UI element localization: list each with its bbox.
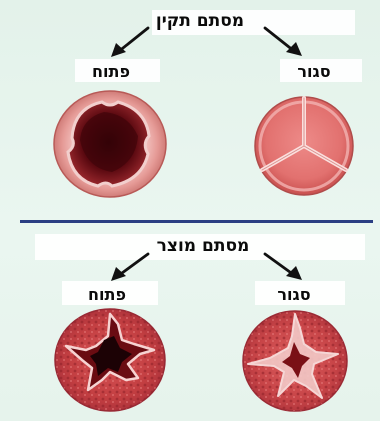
section-title-stenotic: מסתם מוצר [153,236,253,256]
healthy-open-valve-image [50,88,170,200]
arrow-healthy-open-icon [108,24,152,60]
arrow-healthy-closed-icon [261,24,307,60]
label-healthy-closed: סגור [286,62,342,81]
label-healthy-open: פתוח [82,62,140,81]
section-divider [20,220,373,223]
healthy-closed-valve-image [252,94,356,198]
arrow-stenotic-open-icon [108,250,152,284]
label-stenotic-closed: סגור [266,285,322,304]
label-stenotic-open: פתוח [78,285,136,304]
stenotic-closed-valve-image [240,308,350,414]
section-title-healthy: מסתם תקין [150,11,250,31]
stenotic-open-valve-image [52,306,168,414]
arrow-stenotic-closed-icon [261,250,307,284]
